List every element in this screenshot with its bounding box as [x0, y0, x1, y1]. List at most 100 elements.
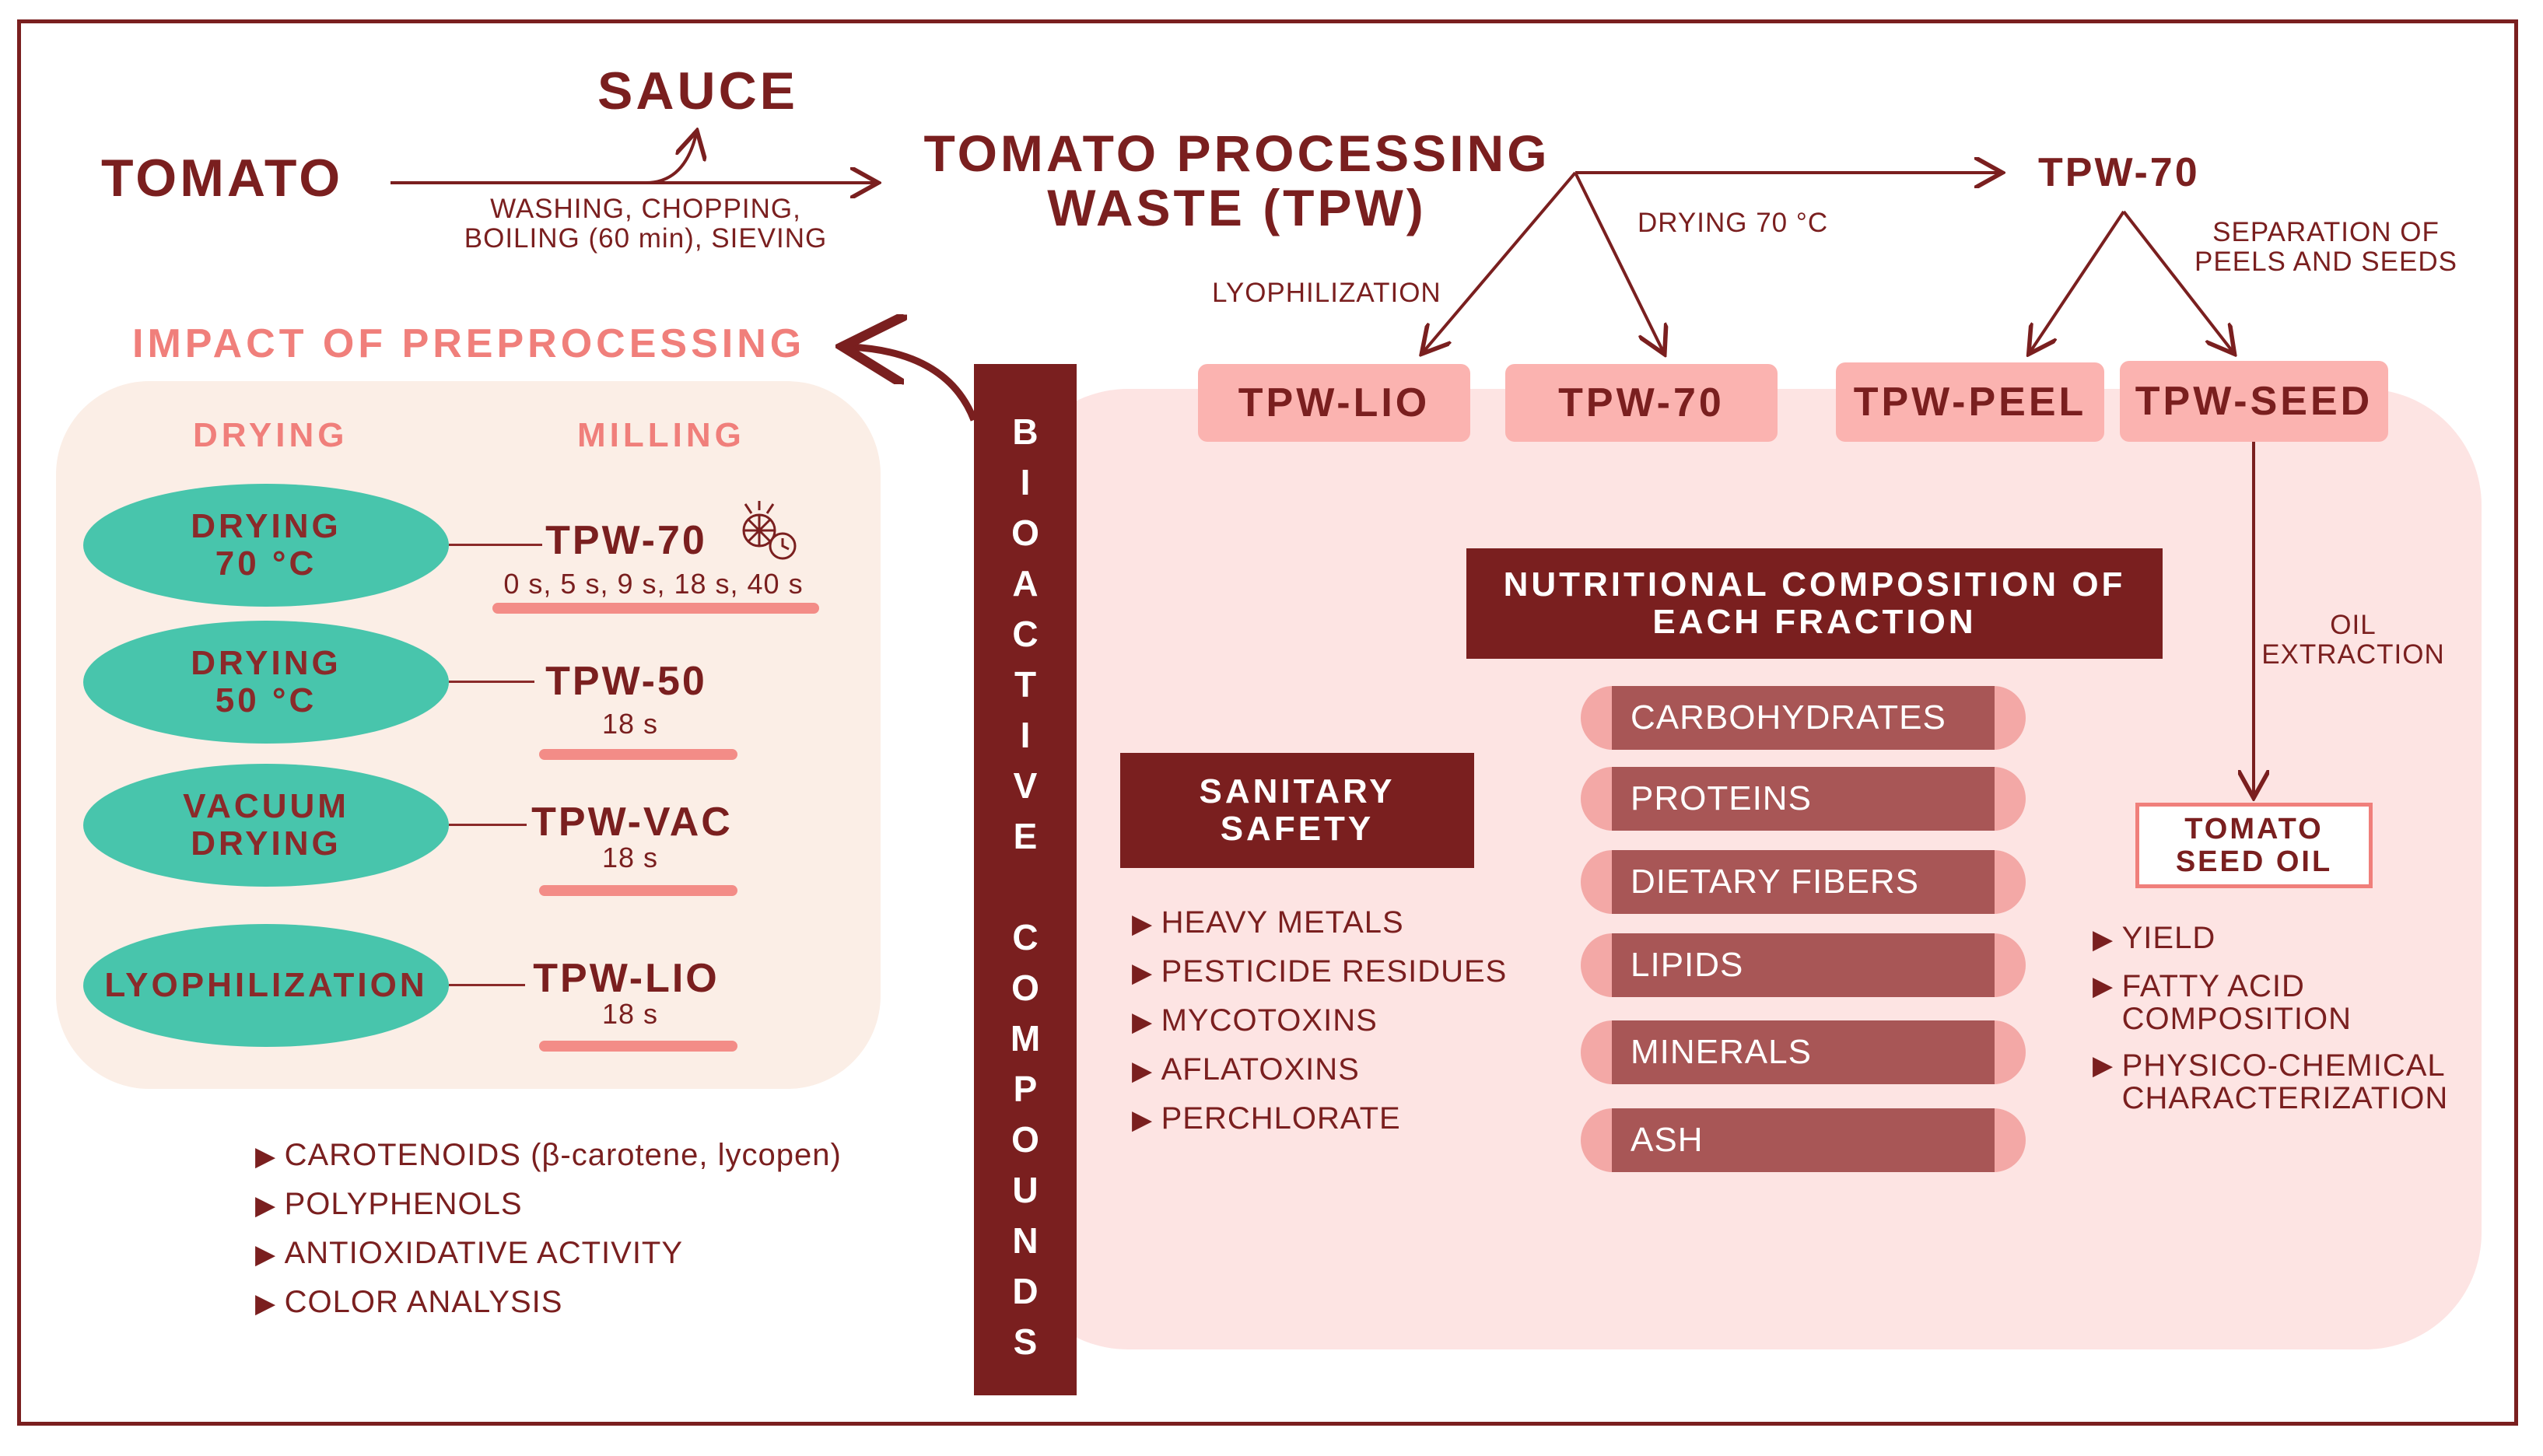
tpw-title-line2: WASTE (TPW): [1047, 179, 1427, 236]
nutrition-item: ASH: [1581, 1108, 2026, 1172]
bioactive-letter: N: [1012, 1220, 1039, 1261]
milling-sample-label: TPW-VAC: [531, 800, 733, 845]
bioactive-letter: T: [1014, 664, 1037, 705]
bioactive-letter: E: [1013, 816, 1038, 856]
row-connector: [449, 824, 527, 826]
milling-underline: [492, 603, 819, 614]
drying-method-line1: DRYING: [191, 507, 342, 545]
drying-method-line1: VACUUM: [183, 787, 349, 825]
column-drying-header: DRYING: [193, 416, 349, 454]
diagram-frame: [17, 19, 2518, 1426]
bioactive-letter: O: [1011, 513, 1039, 553]
tpw-title-line1: TOMATO PROCESSING: [923, 124, 1550, 182]
preprocessing-title: IMPACT OF PREPROCESSING: [132, 321, 806, 366]
seed-oil-line2: SEED OIL: [2175, 845, 2333, 878]
drying-method-line1: DRYING: [191, 644, 342, 682]
milling-sample-label: TPW-LIO: [533, 956, 720, 1001]
sanitary-title-line1: SANITARY: [1199, 772, 1396, 810]
arrow-to-sauce: [645, 134, 696, 184]
column-milling-header: MILLING: [577, 416, 745, 454]
tpw-70-top-label: TPW-70: [2038, 150, 2200, 195]
milling-times-label: 18 s: [601, 708, 659, 740]
mill-timer-icon: [734, 498, 804, 572]
nutrition-item: CARBOHYDRATES: [1581, 686, 2026, 750]
process-steps-line2: BOILING (60 min), SIEVING: [464, 223, 828, 254]
nutrition-title-line2: EACH FRACTION: [1652, 603, 1977, 641]
list-item: PESTICIDE RESIDUES: [1132, 948, 1507, 997]
drying-method-oval: LYOPHILIZATION: [83, 924, 449, 1047]
list-item: AFLATOXINS: [1132, 1046, 1507, 1095]
bioactive-compounds-bar: B I O A C T I V E C O M P O U N D S: [974, 364, 1077, 1395]
separation-line2: PEELS AND SEEDS: [2194, 247, 2457, 277]
row-connector: [449, 681, 534, 683]
list-item: COLOR ANALYSIS: [255, 1279, 842, 1328]
nutrition-item: LIPIDS: [1581, 933, 2026, 997]
nutrition-item-label: DIETARY FIBERS: [1631, 863, 1919, 901]
bioactive-letter: C: [1012, 917, 1039, 957]
nutrition-item-label: PROTEINS: [1631, 779, 1812, 817]
row-connector: [449, 984, 525, 986]
list-item: CAROTENOIDS (β-carotene, lycopen): [255, 1132, 842, 1181]
fraction-tpw-seed: TPW-SEED: [2120, 361, 2388, 442]
oil-item-label: CHARACTERIZATION: [2121, 1081, 2449, 1115]
oil-item-label: COMPOSITION: [2121, 1002, 2352, 1036]
oil-extraction-line1: OIL: [2330, 610, 2377, 640]
preprocessing-analyses-list: CAROTENOIDS (β-carotene, lycopen) POLYPH…: [255, 1132, 842, 1328]
drying-70-label: DRYING 70 °C: [1638, 208, 1829, 238]
milling-underline: [539, 749, 737, 760]
oil-item-label: YIELD: [2121, 921, 2216, 955]
arrow-to-tpw-lio: [1424, 171, 1577, 352]
bioactive-letter: S: [1013, 1321, 1038, 1362]
nutrition-title-line1: NUTRITIONAL COMPOSITION OF: [1503, 565, 2126, 604]
nutrition-item: DIETARY FIBERS: [1581, 850, 2026, 914]
bioactive-letter: M: [1010, 1018, 1041, 1059]
nutrition-item: PROTEINS: [1581, 767, 2026, 831]
bioactive-letter: B: [1012, 411, 1039, 452]
milling-underline: [539, 1041, 737, 1052]
sanitary-title-line2: SAFETY: [1220, 810, 1375, 848]
separation-line1: SEPARATION OF: [2212, 217, 2440, 247]
separation-label: SEPARATION OF PEELS AND SEEDS: [2186, 218, 2466, 277]
sauce-label: SAUCE: [597, 61, 799, 121]
milling-times-label: 18 s: [601, 998, 659, 1030]
nutrition-item-label: CARBOHYDRATES: [1631, 698, 1946, 737]
milling-sample-label: TPW-70: [545, 518, 707, 563]
process-steps-label: WASHING, CHOPPING, BOILING (60 min), SIE…: [436, 194, 856, 254]
oil-extraction-line2: EXTRACTION: [2261, 639, 2445, 670]
nutrition-item-label: LIPIDS: [1631, 946, 1744, 984]
fraction-tpw-70: TPW-70: [1505, 364, 1778, 442]
bioactive-letter: D: [1012, 1271, 1039, 1311]
bioactive-letter: U: [1012, 1170, 1039, 1210]
list-item: POLYPHENOLS: [255, 1181, 842, 1230]
nutrition-item-label: ASH: [1631, 1121, 1704, 1159]
list-item: PERCHLORATE: [1132, 1095, 1507, 1144]
nutrition-item-label: MINERALS: [1631, 1033, 1812, 1071]
bioactive-letter: O: [1011, 968, 1039, 1008]
bioactive-letter: V: [1013, 765, 1038, 806]
tpw-title: TOMATO PROCESSING WASTE (TPW): [895, 126, 1579, 235]
oil-extraction-label: OIL EXTRACTION: [2260, 611, 2447, 670]
drying-method-line2: 50 °C: [215, 681, 317, 719]
bioactive-letter: C: [1012, 614, 1039, 654]
lyophilization-label: LYOPHILIZATION: [1212, 278, 1441, 308]
tomato-label: TOMATO: [101, 149, 344, 208]
arrow-to-tpw-70: [1574, 172, 1663, 352]
bioactive-letter: O: [1011, 1119, 1039, 1160]
milling-times-label: 0 s, 5 s, 9 s, 18 s, 40 s: [503, 568, 804, 600]
list-item: HEAVY METALS: [1132, 899, 1507, 948]
list-item: ▶ YIELD: [2093, 921, 2216, 955]
milling-sample-label: TPW-50: [545, 659, 707, 704]
bioactive-letter: P: [1013, 1069, 1038, 1109]
fraction-tpw-lio: TPW-LIO: [1198, 364, 1470, 442]
arrow-to-tpw-seed: [2122, 210, 2233, 352]
row-connector: [449, 544, 542, 546]
